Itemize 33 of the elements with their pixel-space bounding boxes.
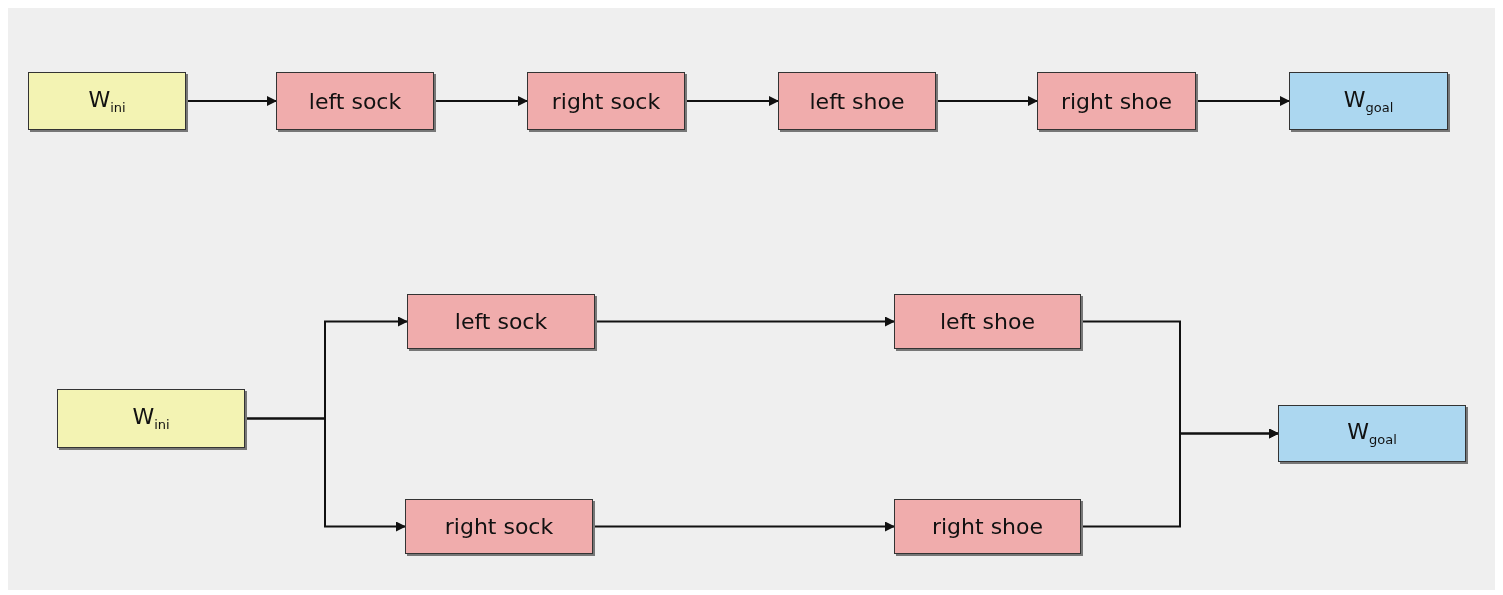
- node-label: left sock: [308, 88, 402, 114]
- goal-state-box: [1278, 405, 1466, 462]
- node-label: right shoe: [1060, 88, 1173, 114]
- arrow: [185, 96, 277, 106]
- arrow: [1080, 428, 1279, 528]
- arrow: [684, 96, 779, 106]
- node-label: W$_{goal}$: [1343, 86, 1394, 116]
- initial-state-box: [57, 389, 245, 448]
- node-label: W$_{ini}$: [132, 404, 170, 433]
- action-box: [1037, 72, 1196, 130]
- node-label: right shoe: [931, 514, 1044, 539]
- action-box: [894, 294, 1081, 349]
- action-box: [405, 499, 593, 554]
- node-label: W$_{goal}$: [1347, 419, 1397, 448]
- arrow: [935, 96, 1038, 106]
- arrow: [1195, 96, 1290, 106]
- node-label: left shoe: [809, 88, 905, 114]
- arrow: [592, 521, 895, 532]
- arrow: [594, 316, 895, 327]
- arrow: [433, 96, 528, 106]
- node-label: right sock: [444, 514, 554, 539]
- initial-state-box: [28, 72, 186, 130]
- goal-state-box: [1289, 72, 1448, 130]
- action-box: [276, 72, 434, 130]
- action-box: [894, 499, 1081, 554]
- node-label: left shoe: [940, 309, 1035, 334]
- action-box: [527, 72, 685, 130]
- node-label: left sock: [454, 309, 548, 334]
- arrow: [244, 417, 406, 532]
- action-box: [407, 294, 595, 349]
- action-box: [778, 72, 936, 130]
- node-label: W$_{ini}$: [88, 86, 126, 116]
- node-label: right sock: [551, 88, 661, 114]
